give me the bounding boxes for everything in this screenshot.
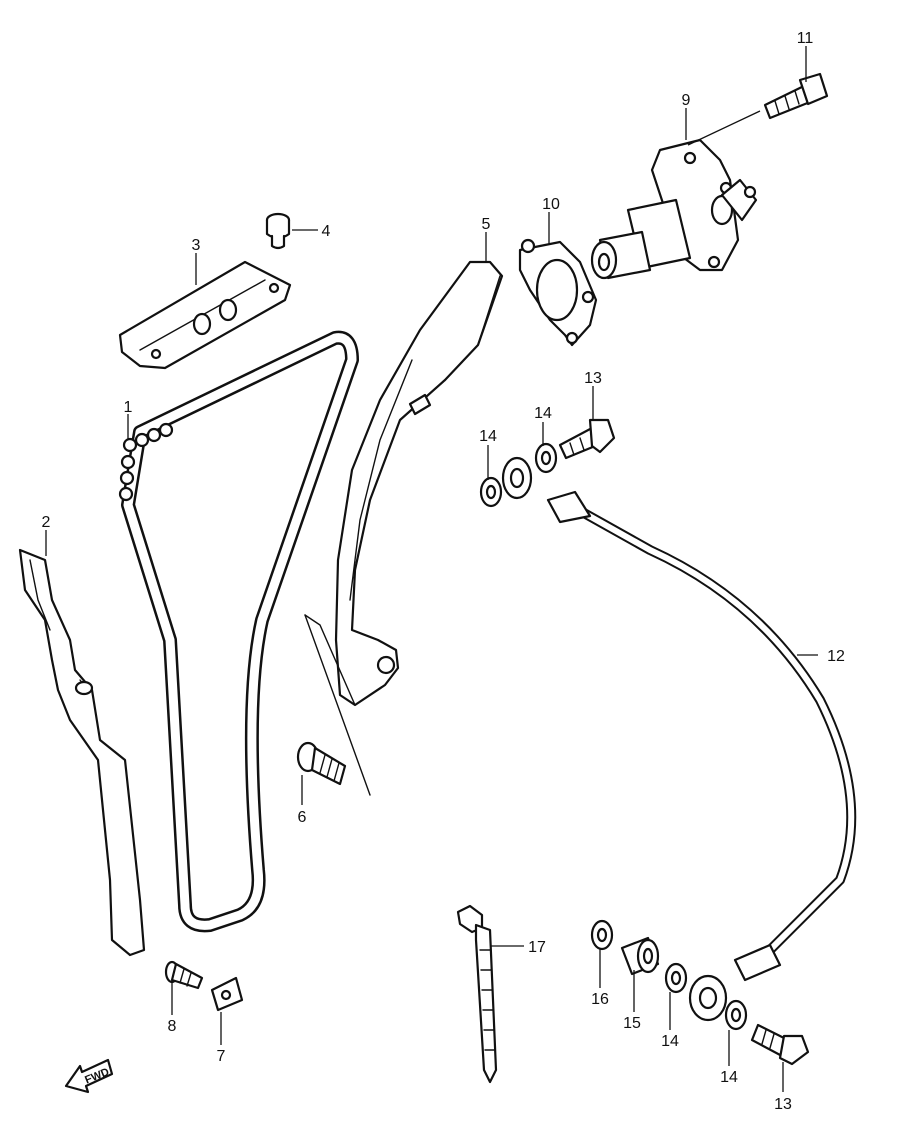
tensioner-adjuster xyxy=(590,138,758,280)
callout-9: 9 xyxy=(682,92,691,109)
banjo-bolt-lower xyxy=(750,1023,810,1066)
callout-14-c: 14 xyxy=(661,1033,679,1050)
callout-labels: 1 2 3 4 5 6 7 8 9 10 11 12 13 13 14 14 1… xyxy=(42,30,845,1113)
callout-11: 11 xyxy=(797,30,814,47)
callout-2: 2 xyxy=(42,514,51,531)
washer-b xyxy=(534,442,558,474)
washer-c xyxy=(664,962,688,994)
banjo-bolt-upper xyxy=(558,418,616,460)
callout-10: 10 xyxy=(542,196,560,213)
washer-small xyxy=(590,919,614,951)
chain-link-detail xyxy=(118,422,174,502)
callout-14-d: 14 xyxy=(720,1069,738,1086)
chain-guide-cover xyxy=(118,260,292,370)
plate-washer xyxy=(210,976,244,1012)
tensioner-arm xyxy=(334,260,504,707)
callout-8: 8 xyxy=(168,1018,177,1035)
cam-chain xyxy=(118,330,359,933)
oil-hose xyxy=(501,456,857,1022)
callout-15: 15 xyxy=(623,1015,641,1032)
pivot-bolt xyxy=(296,614,371,796)
forward-arrow-icon: FWD xyxy=(64,1058,114,1094)
callout-17: 17 xyxy=(528,939,546,956)
washer-a xyxy=(479,476,503,508)
leader-lines xyxy=(45,46,818,1092)
cable-tie xyxy=(456,904,498,1084)
callout-3: 3 xyxy=(192,237,201,254)
callout-12: 12 xyxy=(827,648,845,665)
callout-14-a: 14 xyxy=(479,428,497,445)
callout-13-lower: 13 xyxy=(774,1096,792,1113)
callout-5: 5 xyxy=(482,216,491,233)
washer-d xyxy=(724,999,748,1031)
tensioner-gasket xyxy=(518,238,598,347)
callout-7: 7 xyxy=(217,1048,226,1065)
callout-13-upper: 13 xyxy=(584,370,602,387)
callout-4: 4 xyxy=(322,223,331,240)
callout-1: 1 xyxy=(124,399,133,416)
adjuster-bolt xyxy=(763,72,829,120)
guide-cover-bolt xyxy=(265,212,291,250)
screw xyxy=(164,960,204,990)
callout-16: 16 xyxy=(591,991,609,1008)
callout-14-b: 14 xyxy=(534,405,552,422)
union-fitting xyxy=(620,936,660,976)
chain-guide xyxy=(18,548,146,957)
callout-6: 6 xyxy=(298,809,307,826)
